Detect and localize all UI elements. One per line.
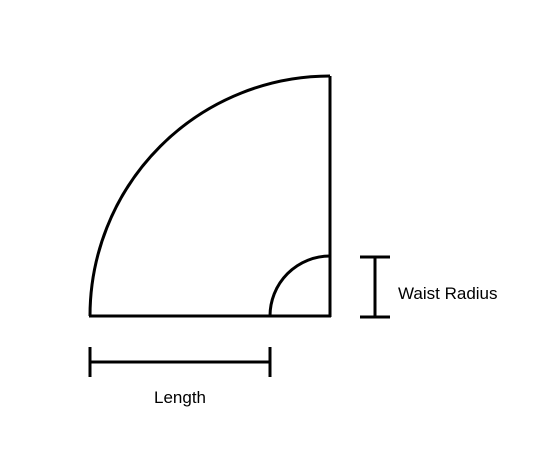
outer-quarter-arc xyxy=(88,74,331,317)
waist-radius-dimension xyxy=(360,255,390,319)
waist-radius-label: Waist Radius xyxy=(398,284,498,303)
length-label: Length xyxy=(154,388,206,407)
length-dimension xyxy=(88,347,272,377)
waist-arc xyxy=(268,254,331,317)
